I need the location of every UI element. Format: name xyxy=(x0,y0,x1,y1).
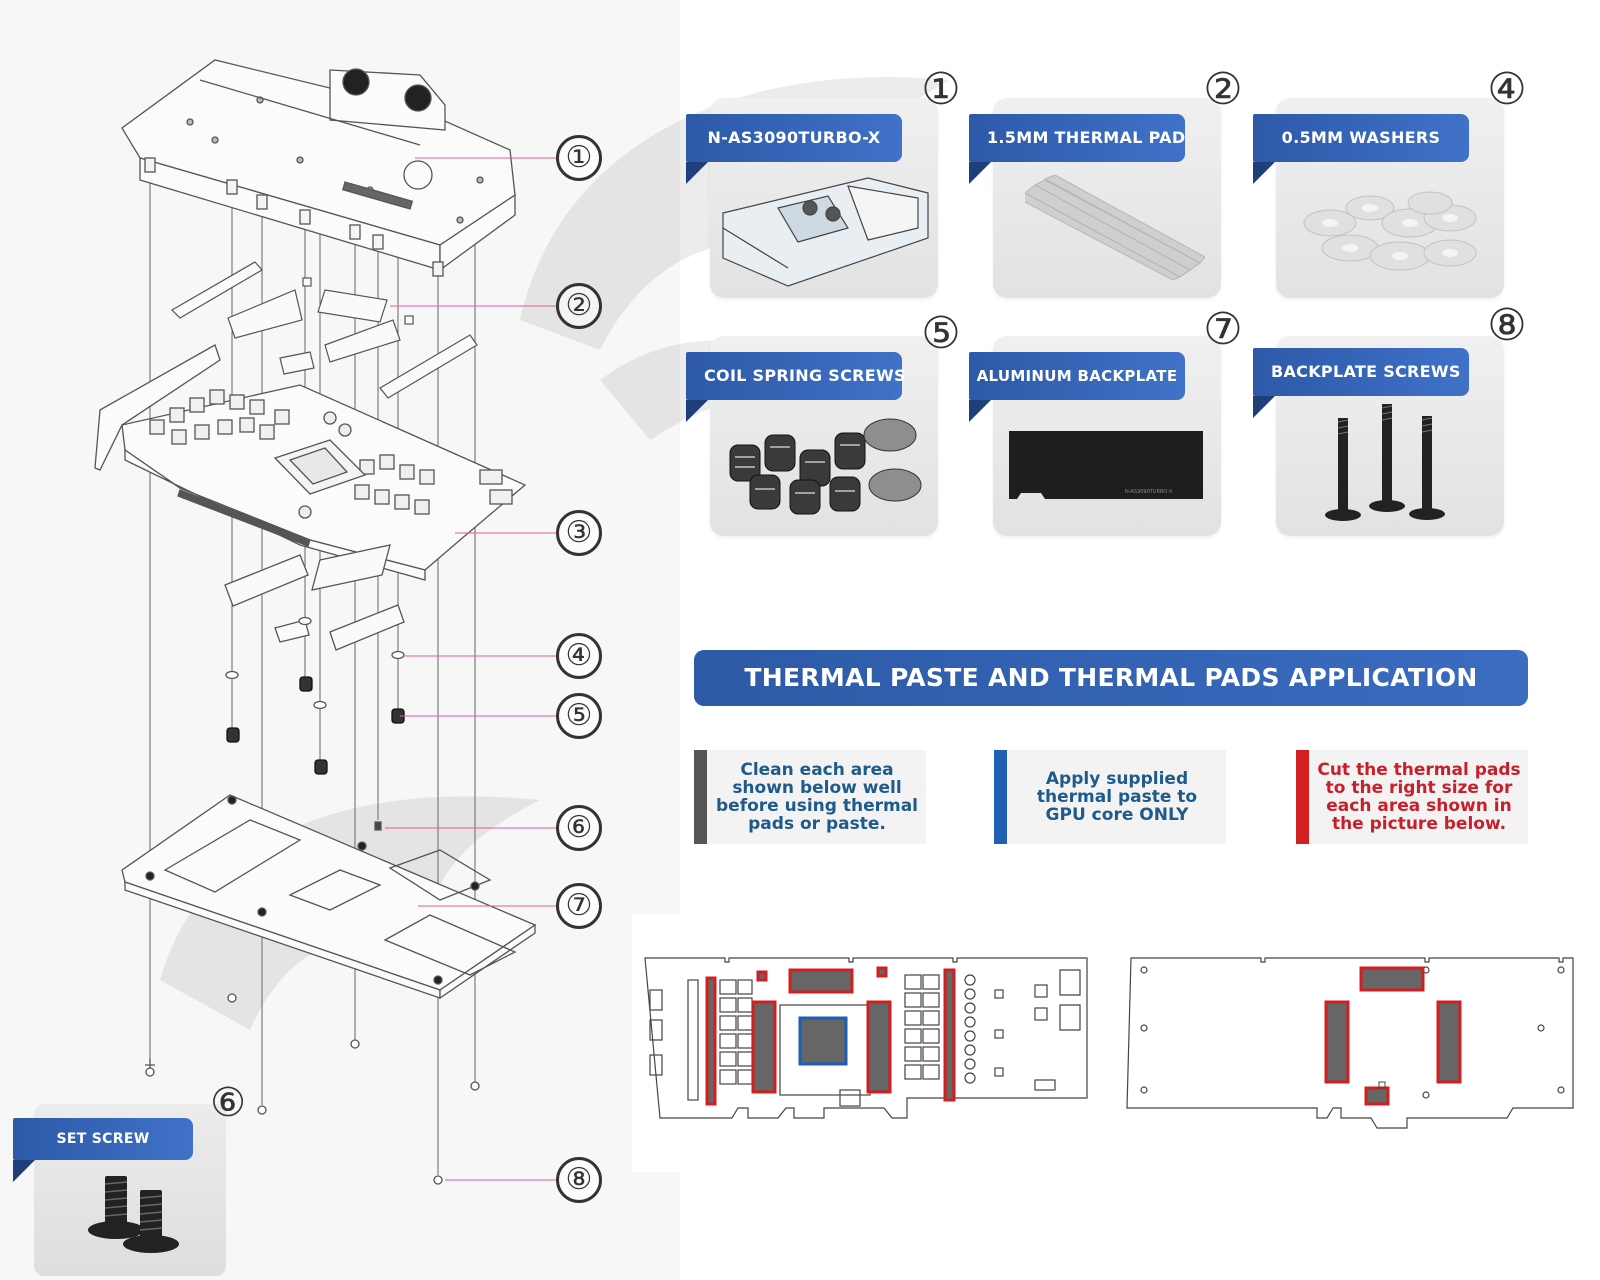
coil-spring-screws-image xyxy=(729,418,922,515)
callout-7: ⑦ xyxy=(556,883,602,929)
part-label-coil-spring-screws: COIL SPRING SCREWS xyxy=(686,352,905,422)
thermal-application-banner: THERMAL PASTE AND THERMAL PADS APPLICATI… xyxy=(694,650,1528,706)
callout-5: ⑤ xyxy=(556,693,602,739)
washers-image xyxy=(1303,191,1477,271)
note-paste-text: Apply supplied thermal paste to GPU core… xyxy=(1036,769,1198,825)
part-number-1: ① xyxy=(921,64,961,115)
set-screw-label: SET SCREW xyxy=(13,1118,193,1182)
note-bar-blue xyxy=(994,750,1007,844)
part-number-7: ⑦ xyxy=(1203,304,1243,355)
note-bar-gray xyxy=(694,750,707,844)
part-number-5: ⑤ xyxy=(921,308,961,359)
backplate-screws-image xyxy=(1325,404,1445,521)
callout-8: ⑧ xyxy=(556,1157,602,1203)
note-clean-text: Clean each area shown below well before … xyxy=(716,760,918,834)
svg-text:N-AS3090TURBO-X: N-AS3090TURBO-X xyxy=(1125,489,1173,495)
pad-placement-area xyxy=(632,914,1592,1172)
waterblock-image xyxy=(722,177,929,287)
part-number-2: ② xyxy=(1203,64,1243,115)
note-cut-pads-text: Cut the thermal pads to the right size f… xyxy=(1317,760,1521,834)
callout-3: ③ xyxy=(556,510,602,556)
part-label-thermal-pad: 1.5MM THERMAL PAD xyxy=(969,114,1185,184)
part-number-8: ⑧ xyxy=(1487,300,1527,351)
callout-6: ⑥ xyxy=(556,805,602,851)
part-label-backplate-screws: BACKPLATE SCREWS xyxy=(1253,348,1469,418)
exploded-view-drawing xyxy=(94,59,556,1185)
note-clean: Clean each area shown below well before … xyxy=(694,750,926,844)
part-label-backplate: ALUMINUM BACKPLATE xyxy=(969,352,1185,422)
pcb-front-pad-diagram xyxy=(644,957,1088,1119)
part-number-4: ④ xyxy=(1487,64,1527,115)
part-label-waterblock: N-AS3090TURBO-X xyxy=(686,114,902,184)
backplate-image: N-AS3090TURBO-X xyxy=(1009,431,1203,499)
set-screw-number: ⑥ xyxy=(210,1080,246,1126)
note-cut-pads: Cut the thermal pads to the right size f… xyxy=(1296,750,1528,844)
note-bar-red xyxy=(1296,750,1309,844)
pcb-back-pad-diagram xyxy=(1126,957,1574,1129)
callout-2: ② xyxy=(556,283,602,329)
set-screw-image xyxy=(88,1176,179,1253)
callout-4: ④ xyxy=(556,633,602,679)
thermal-pad-image xyxy=(1025,175,1205,280)
callout-1: ① xyxy=(556,135,602,181)
note-paste: Apply supplied thermal paste to GPU core… xyxy=(994,750,1226,844)
part-label-washers: 0.5MM WASHERS xyxy=(1253,114,1469,184)
